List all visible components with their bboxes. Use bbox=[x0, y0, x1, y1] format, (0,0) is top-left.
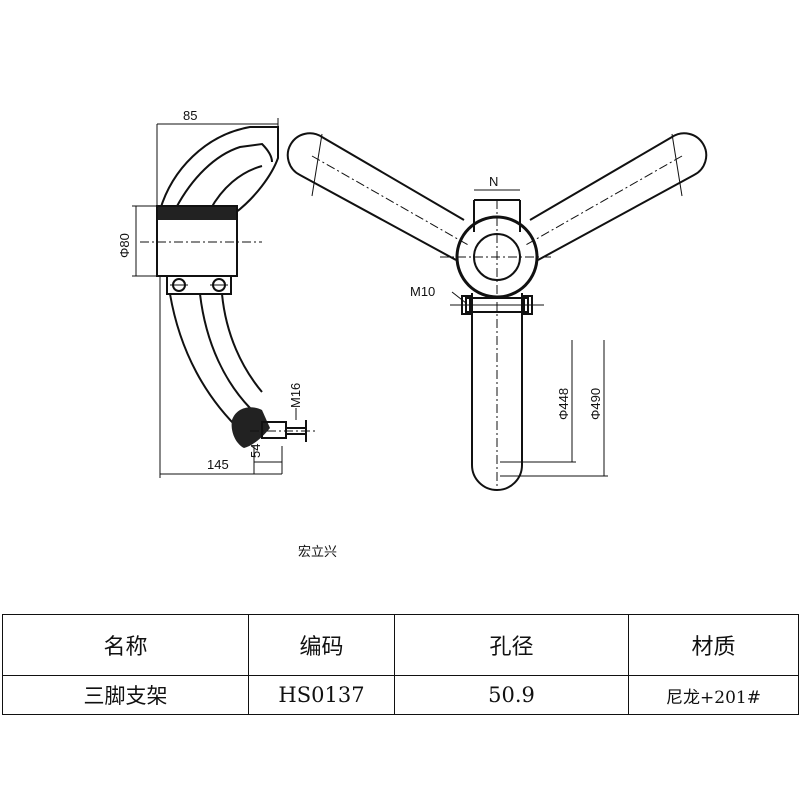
header-name: 名称 bbox=[2, 614, 249, 676]
top-view: N M10 Φ448 Φ490 bbox=[286, 132, 708, 491]
spec-table: 名称 编码 孔径 材质 三脚支架 HS0137 50.9 尼龙+201# bbox=[2, 614, 799, 715]
dim-m16: M16 bbox=[288, 383, 303, 408]
dim-85: 85 bbox=[183, 108, 197, 123]
dim-phi80: Φ80 bbox=[117, 233, 132, 258]
header-hole-diameter: 孔径 bbox=[394, 614, 629, 676]
table-header-row: 名称 编码 孔径 材质 bbox=[2, 614, 799, 676]
dim-145: 145 bbox=[207, 457, 229, 472]
header-code: 编码 bbox=[248, 614, 395, 676]
value-material: 尼龙+201# bbox=[628, 675, 799, 715]
clamp-band-hatch bbox=[157, 206, 237, 220]
dim-54: 54 bbox=[248, 444, 263, 458]
dim-phi448: Φ448 bbox=[556, 388, 571, 420]
header-material: 材质 bbox=[628, 614, 799, 676]
side-view: 85 Φ80 145 54 M16 bbox=[117, 108, 316, 478]
foot-hatch bbox=[231, 407, 270, 448]
value-code: HS0137 bbox=[248, 675, 395, 715]
dim-n: N bbox=[489, 174, 498, 189]
value-name: 三脚支架 bbox=[2, 675, 249, 715]
value-hole-diameter: 50.9 bbox=[394, 675, 629, 715]
watermark: 宏立兴 bbox=[298, 544, 337, 559]
technical-drawing: 宏立兴 85 Φ bbox=[117, 108, 708, 559]
table-row: 三脚支架 HS0137 50.9 尼龙+201# bbox=[2, 675, 799, 715]
dim-phi490: Φ490 bbox=[588, 388, 603, 420]
dim-m10: M10 bbox=[410, 284, 435, 299]
